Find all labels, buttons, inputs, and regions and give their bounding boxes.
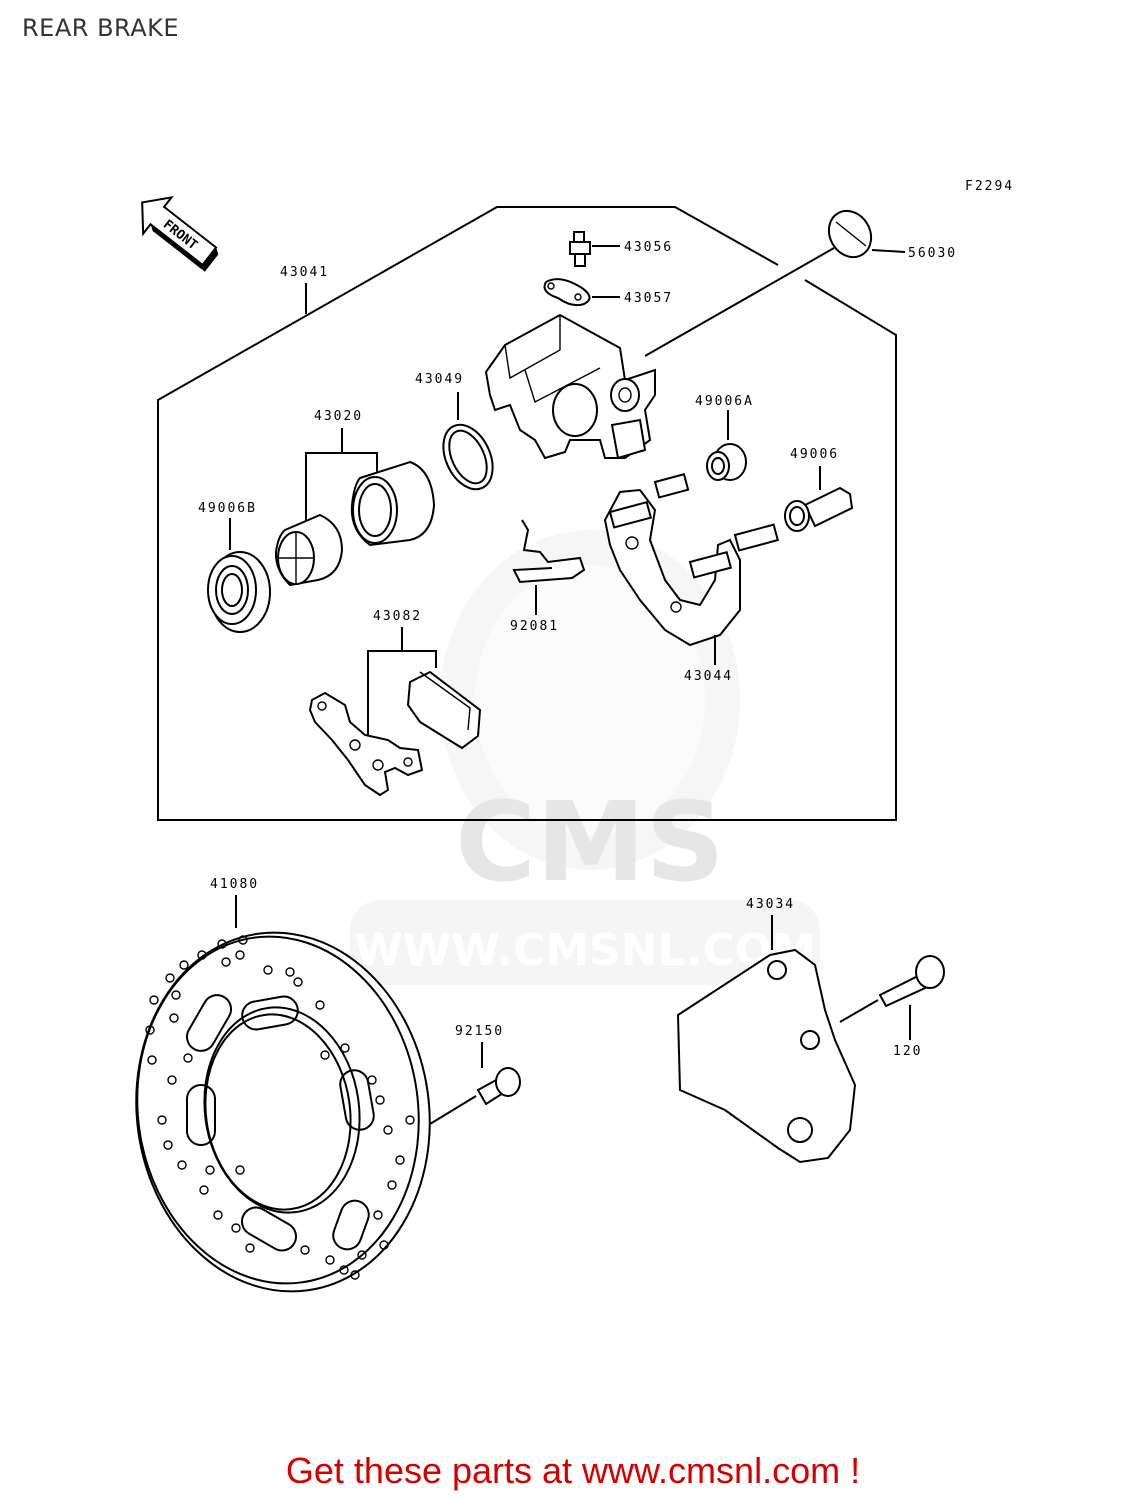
caliper-assembly-outline [157, 206, 897, 821]
boot-49006B [207, 551, 271, 633]
figure-code: F2294 [965, 179, 1014, 194]
piston-43020 [350, 460, 436, 547]
piston-insulator-43020 [274, 513, 344, 587]
part-label-92150: 92150 [455, 1024, 504, 1039]
part-label-41080: 41080 [210, 877, 259, 892]
disc-bolt-92150 [429, 1067, 521, 1125]
spring-92081 [512, 519, 586, 584]
part-label-120: 120 [893, 1044, 922, 1059]
part-label-92081: 92081 [510, 619, 559, 634]
plug-56030 [644, 209, 906, 357]
cta-link-text[interactable]: Get these parts at www.cmsnl.com ! [285, 1450, 861, 1491]
part-label-49006A: 49006A [695, 394, 754, 409]
part-label-49006: 49006 [790, 447, 839, 462]
part-label-56030: 56030 [908, 246, 957, 261]
bolt-120 [839, 955, 945, 1023]
part-label-43020: 43020 [314, 409, 363, 424]
part-label-43049: 43049 [415, 372, 464, 387]
pin-boot-49006 [784, 486, 854, 532]
part-label-43082: 43082 [373, 609, 422, 624]
page-title: REAR BRAKE [22, 14, 180, 42]
pad-backing-plate-43082 [308, 691, 424, 797]
caliper-body [484, 313, 656, 460]
part-label-49006B: 49006B [198, 501, 257, 516]
watermark-url: WWW.CMSNL.COM [354, 925, 816, 976]
bleeder-valve-43056 [569, 231, 620, 267]
torque-bracket-43034 [676, 948, 857, 1164]
part-label-43041: 43041 [280, 265, 329, 280]
part-label-43056: 43056 [624, 240, 673, 255]
boot-49006A [706, 443, 747, 481]
part-label-43034: 43034 [746, 897, 795, 912]
front-arrow-icon: FRONT [141, 196, 219, 272]
watermark-brand: CMS [455, 778, 724, 906]
brake-pad-43082 [406, 670, 482, 750]
bleeder-cap-43057 [543, 278, 620, 307]
seal-43049 [442, 423, 494, 491]
part-label-43044: 43044 [684, 669, 733, 684]
part-label-43057: 43057 [624, 291, 673, 306]
caliper-bracket-43044 [603, 473, 780, 647]
cms-watermark: CMS WWW.CMSNL.COM [350, 530, 820, 985]
brake-disc-41080 [135, 931, 431, 1293]
